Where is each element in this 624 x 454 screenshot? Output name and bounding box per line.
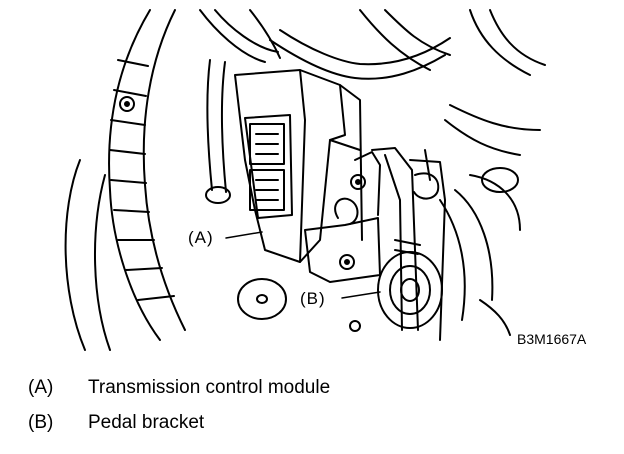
line-art-illustration	[64, 9, 546, 351]
wiring-harness	[199, 9, 546, 204]
figure-code: B3M1667A	[517, 331, 587, 347]
bolt-left	[119, 96, 135, 112]
callout-a-label: (A)	[186, 228, 216, 248]
left-duct	[64, 9, 186, 351]
legend-label: Pedal bracket	[88, 412, 205, 433]
leader-lines	[225, 231, 381, 299]
legend-item-a: (A) Transmission control module	[28, 377, 330, 399]
legend-label: Transmission control module	[88, 377, 331, 398]
legend-key: (A)	[28, 377, 54, 398]
legend-key: (B)	[28, 412, 54, 433]
legend-item-b: (B) Pedal bracket	[28, 412, 204, 434]
pedal-bracket	[349, 104, 541, 341]
grommet	[237, 278, 287, 320]
mounting-bracket	[304, 151, 381, 283]
transmission-control-module	[234, 69, 363, 263]
callout-b-label: (B)	[298, 289, 328, 309]
